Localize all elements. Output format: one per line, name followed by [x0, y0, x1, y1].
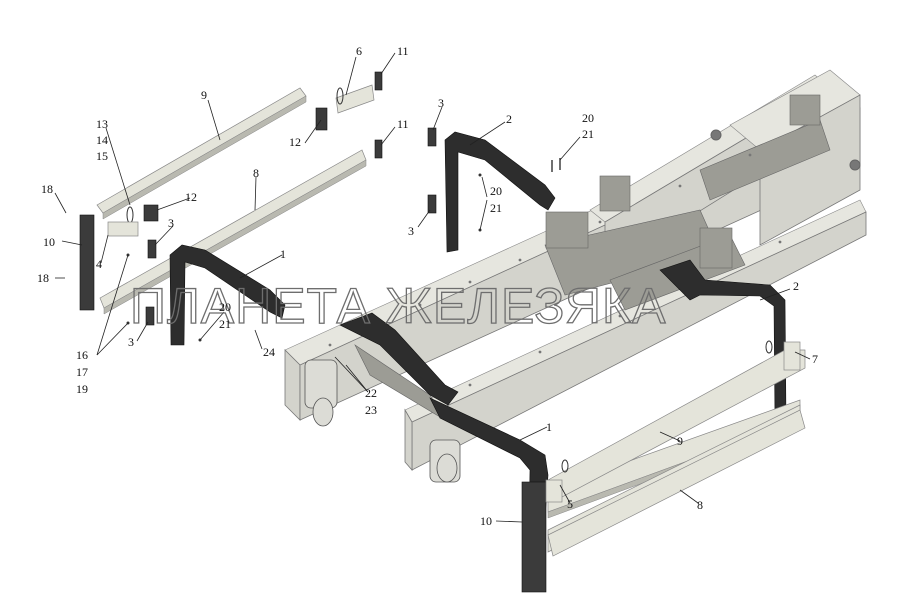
- callout-22: 22: [365, 386, 377, 400]
- callout-3: 3: [408, 224, 414, 238]
- callout-5: 5: [567, 497, 573, 511]
- callout-16: 16: [76, 348, 88, 362]
- callout-19: 19: [76, 382, 88, 396]
- assembled-side-guard: [339, 259, 806, 593]
- callout-10: 10: [43, 235, 55, 249]
- callout-20: 20: [582, 111, 594, 125]
- callout-3: 3: [168, 216, 174, 230]
- callout-11: 11: [397, 44, 409, 58]
- callout-12: 12: [185, 190, 197, 204]
- callout-14: 14: [96, 133, 108, 147]
- callout-20: 20: [490, 184, 502, 198]
- chassis-frame: [284, 69, 867, 483]
- callout-9: 9: [201, 88, 207, 102]
- callout-18: 18: [41, 182, 53, 196]
- callout-4: 4: [96, 257, 102, 271]
- callout-12: 12: [289, 135, 301, 149]
- leader-lines: [54, 52, 811, 523]
- callout-24: 24: [263, 345, 275, 359]
- callout-6: 6: [356, 44, 362, 58]
- callout-3: 3: [128, 335, 134, 349]
- callout-13: 13: [96, 117, 108, 131]
- callout-1: 1: [280, 247, 286, 261]
- watermark-text: ПЛАНЕТА ЖЕЛЕЗЯКА: [130, 278, 666, 334]
- callout-15: 15: [96, 149, 108, 163]
- callout-1: 1: [546, 420, 552, 434]
- callout-7: 7: [812, 352, 818, 366]
- callout-10: 10: [480, 514, 492, 528]
- callout-18: 18: [37, 271, 49, 285]
- callout-17: 17: [76, 365, 88, 379]
- callout-9: 9: [677, 434, 683, 448]
- callout-8: 8: [253, 166, 259, 180]
- callout-21: 21: [219, 317, 231, 331]
- exploded-parts: [79, 71, 561, 346]
- callout-20: 20: [219, 300, 231, 314]
- callout-labels: 6 11 9 12 11 3 2 20 21 13 14 15 8 12 20 …: [37, 44, 818, 528]
- callout-2: 2: [793, 279, 799, 293]
- callout-3: 3: [438, 96, 444, 110]
- callout-23: 23: [365, 403, 377, 417]
- callout-21: 21: [490, 201, 502, 215]
- callout-21: 21: [582, 127, 594, 141]
- callout-2: 2: [506, 112, 512, 126]
- callout-8: 8: [697, 498, 703, 512]
- callout-11: 11: [397, 117, 409, 131]
